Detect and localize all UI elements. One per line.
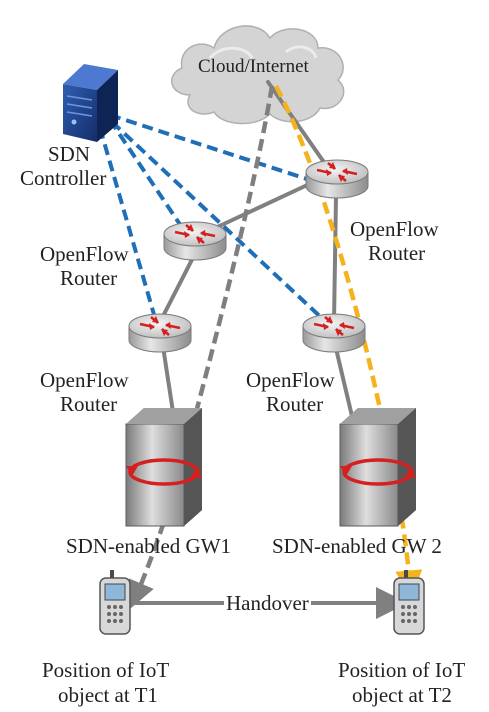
controller-label-line2: Controller xyxy=(20,166,107,190)
control-link-router-b xyxy=(108,118,187,234)
phone-icon xyxy=(99,570,131,635)
router-label-b-line2: Router xyxy=(60,266,118,290)
gateway-icon xyxy=(125,408,202,527)
router-label-d-line2: Router xyxy=(266,392,324,416)
router-icon xyxy=(302,313,366,353)
router-label-c-line1: OpenFlow xyxy=(40,368,129,392)
cloud-icon xyxy=(171,25,345,125)
router-label-a-line2: Router xyxy=(368,241,426,265)
flow-path-t2 xyxy=(274,84,423,598)
position-t1-label-line1: Position of IoT xyxy=(42,658,170,682)
handover-label: Handover xyxy=(224,591,311,615)
controller-label-line1: SDN xyxy=(48,142,91,166)
position-t2-label-line1: Position of IoT xyxy=(338,658,466,682)
router-label-c-line2: Router xyxy=(60,392,118,416)
position-t2-label-line2: object at T2 xyxy=(352,683,452,707)
gw1-label: SDN-enabled GW1 xyxy=(66,534,232,558)
router-label-a-line1: OpenFlow xyxy=(350,217,439,241)
router-icon xyxy=(305,159,369,199)
flow-path-t1 xyxy=(128,85,275,609)
gw2-label: SDN-enabled GW 2 xyxy=(272,534,442,558)
server-icon xyxy=(63,64,118,142)
control-link-router-a xyxy=(109,113,311,182)
gateway-icon xyxy=(339,408,416,527)
router-label-d-line1: OpenFlow xyxy=(246,368,335,392)
router-icon xyxy=(163,221,227,261)
router-icon xyxy=(128,313,192,353)
phone-icon xyxy=(393,570,425,635)
router-label-b-line1: OpenFlow xyxy=(40,242,129,266)
cloud-label: Cloud/Internet xyxy=(198,56,309,77)
position-t1-label-line2: object at T1 xyxy=(58,683,158,707)
control-link-router-d xyxy=(110,120,328,324)
control-links xyxy=(98,113,328,324)
